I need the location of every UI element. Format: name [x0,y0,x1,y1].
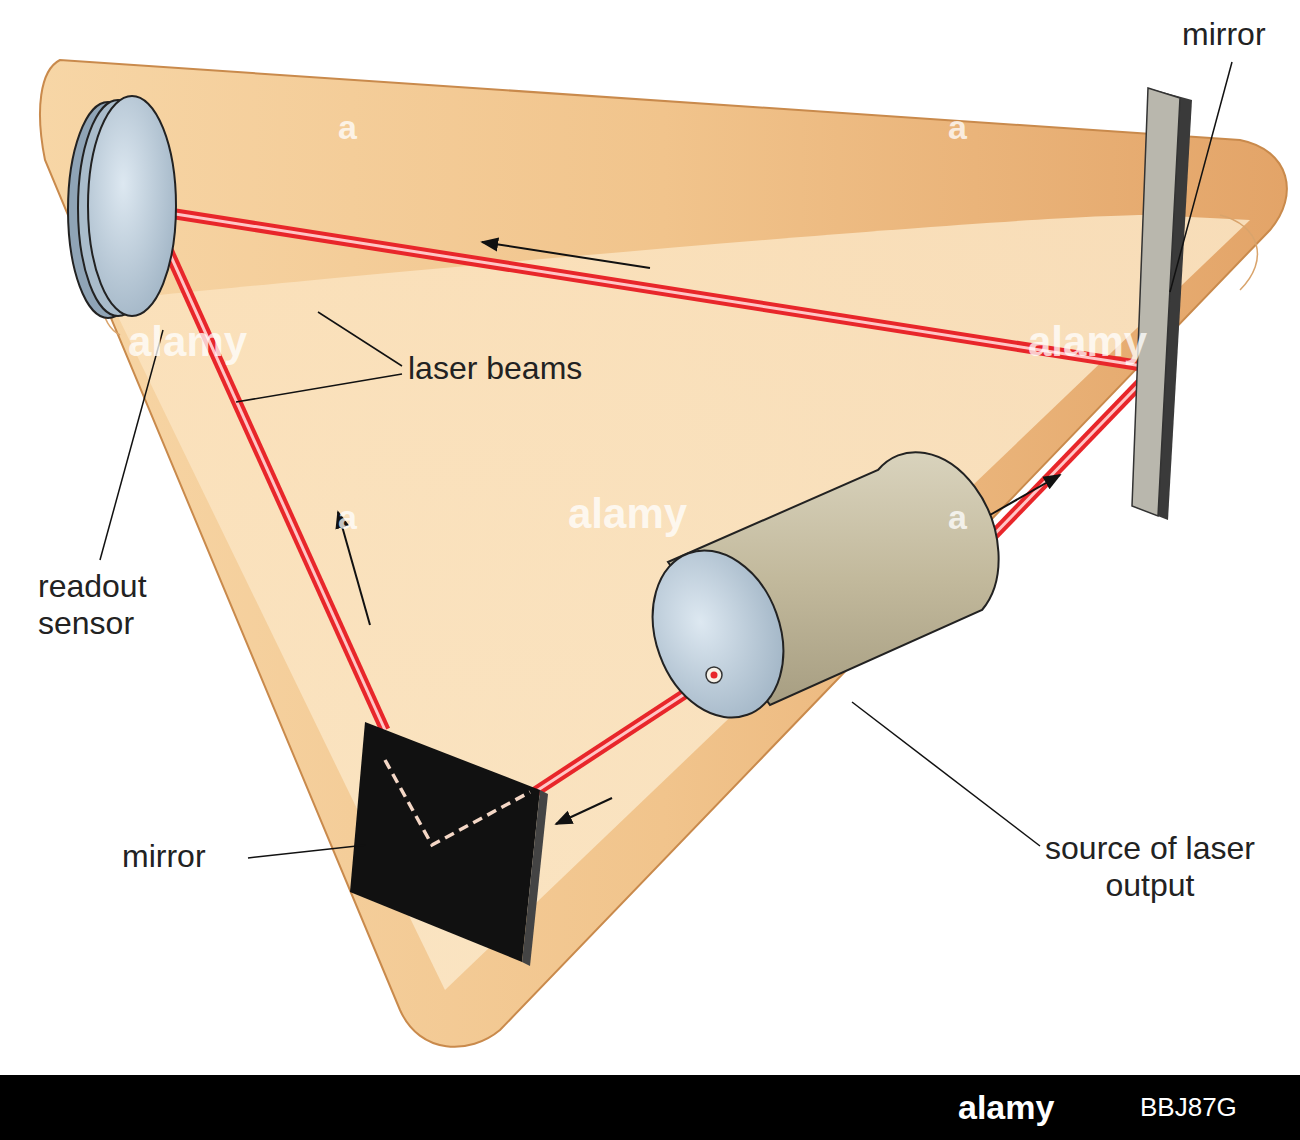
watermark: a [948,498,978,537]
part-label: laser beams [408,350,658,387]
housing-floor [110,215,1250,990]
footer-bar [0,1075,1300,1140]
mirror-plate [350,722,540,962]
part-label: readout sensor [38,568,188,642]
part-label: mirror [122,838,242,875]
watermark-logo: alamy [958,1088,1098,1127]
laser-beam [150,210,1155,792]
watermark: a [338,108,368,147]
mirror-plate [1132,88,1192,520]
part-label: mirror [1182,16,1292,53]
watermark: alamy [568,490,708,538]
image-id: BBJ87G [1140,1093,1290,1123]
watermark: alamy [1028,318,1168,366]
readout-sensor-symbol [68,96,176,318]
watermark: alamy [128,318,268,366]
housing-outline [40,60,1287,1047]
leader-line [100,62,1232,858]
watermark: a [948,108,978,147]
direction-arrow [338,242,1060,824]
watermark: a [338,498,368,537]
part-label: source of laser output [1030,830,1270,904]
